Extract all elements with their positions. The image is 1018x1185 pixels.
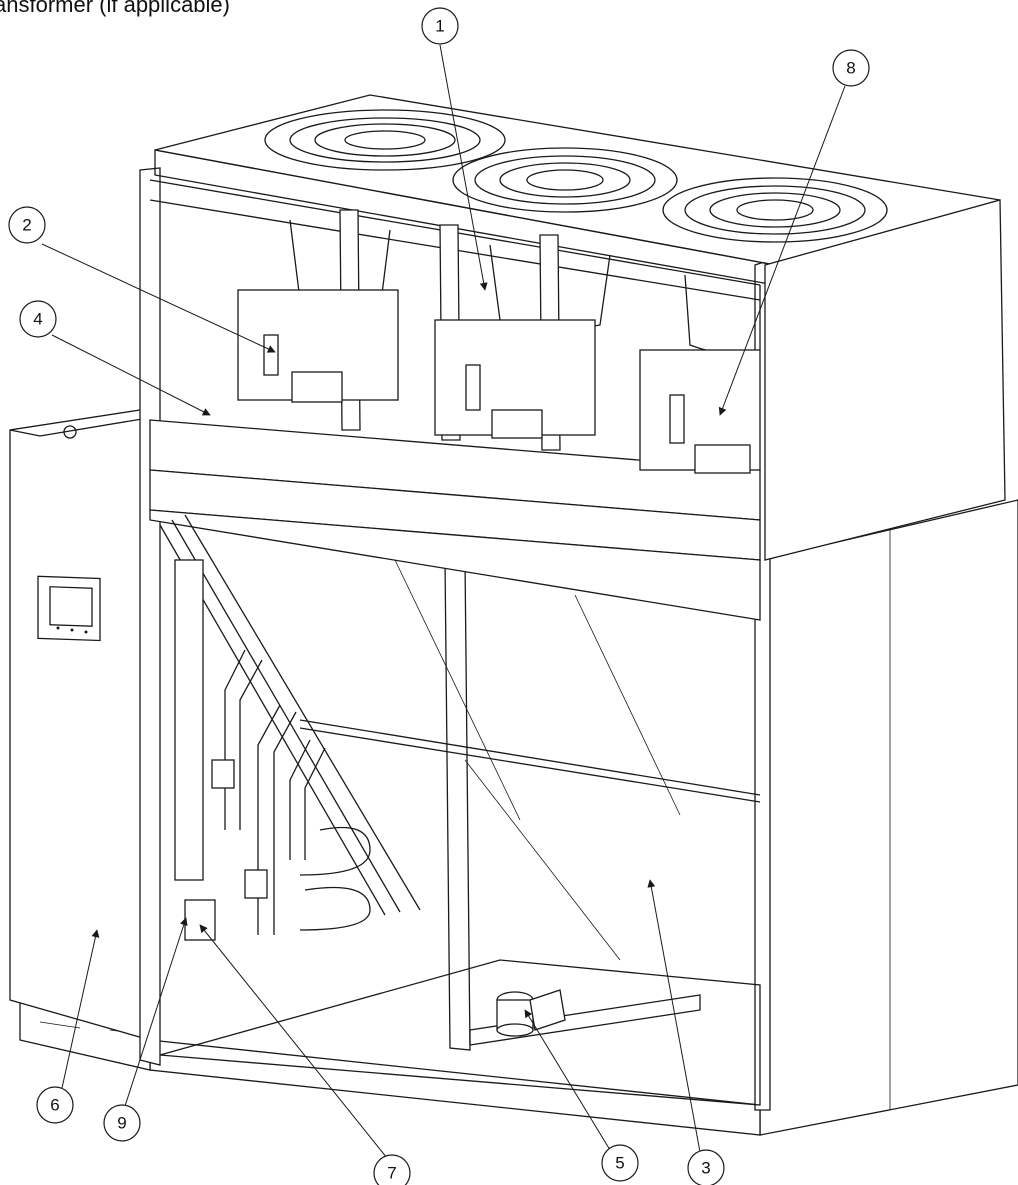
callout-2-label: 2: [22, 216, 31, 235]
callout-3: 3: [687, 1149, 725, 1185]
fan-grilles: [264, 109, 888, 243]
front-frame: [139, 167, 771, 1111]
callout-5-label: 5: [615, 1154, 624, 1173]
electrical-panel: [9, 409, 161, 1041]
figure-caption: ansformer (if applicable): [0, 0, 230, 17]
callout-6-label: 6: [50, 1096, 59, 1115]
leader-lines: [41, 44, 846, 1159]
callout-8: 8: [832, 49, 870, 87]
callout-1-label: 1: [435, 17, 444, 36]
callout-9: 9: [103, 1104, 141, 1142]
callout-8-label: 8: [846, 59, 855, 78]
piping: [174, 559, 371, 941]
lower-cabinet: [19, 499, 1018, 1136]
callout-4: 4: [19, 300, 57, 338]
callout-3-label: 3: [701, 1159, 710, 1178]
coil: [159, 514, 681, 961]
callout-7-label: 7: [387, 1164, 396, 1183]
fan-drives: [237, 289, 761, 474]
callout-2: 2: [8, 206, 46, 244]
callout-5: 5: [601, 1144, 639, 1182]
callout-1: 1: [421, 7, 459, 45]
pump: [496, 989, 566, 1037]
callout-7: 7: [373, 1154, 411, 1185]
callout-6: 6: [36, 1086, 74, 1124]
callout-9-label: 9: [117, 1114, 126, 1133]
callout-4-label: 4: [33, 310, 42, 329]
